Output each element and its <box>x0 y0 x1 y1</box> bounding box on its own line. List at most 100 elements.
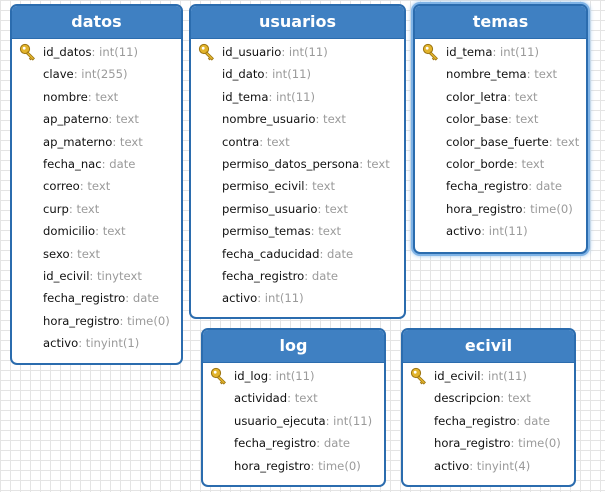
field-name: fecha_registro <box>446 179 529 194</box>
field-row[interactable]: id_tema: int(11) <box>191 86 404 108</box>
field-row[interactable]: activo: int(11) <box>415 220 586 242</box>
field-row[interactable]: hora_registro: time(0) <box>403 432 574 454</box>
table-title-usuarios[interactable]: usuarios <box>191 6 404 39</box>
field-name: permiso_datos_persona <box>222 156 360 171</box>
field-type: : tinyint(4) <box>469 458 531 473</box>
field-name: hora_registro <box>434 436 511 451</box>
field-row[interactable]: id_log: int(11) <box>203 365 384 387</box>
field-row[interactable]: id_datos: int(11) <box>12 41 181 63</box>
field-type: : int(11) <box>481 224 528 239</box>
field-type: : date <box>319 246 354 261</box>
field-row[interactable]: activo: int(11) <box>191 287 404 309</box>
key-icon <box>19 43 37 61</box>
field-row[interactable]: fecha_registro: date <box>403 410 574 432</box>
field-row[interactable]: hora_registro: time(0) <box>415 198 586 220</box>
field-type: : int(11) <box>492 45 539 59</box>
table-datos[interactable]: datos id_datos: int(11)clave: int(255)no… <box>10 4 183 365</box>
field-row[interactable]: fecha_nac: date <box>12 153 181 175</box>
table-title-datos[interactable]: datos <box>12 6 181 39</box>
table-ecivil[interactable]: ecivil id_ecivil: int(11)descripcion: te… <box>401 328 576 487</box>
field-row[interactable]: correo: text <box>12 175 181 197</box>
field-row[interactable]: activo: tinyint(1) <box>12 332 181 354</box>
field-row[interactable]: ap_paterno: text <box>12 108 181 130</box>
field-row[interactable]: id_usuario: int(11) <box>191 41 404 63</box>
field-name: fecha_caducidad <box>222 246 320 261</box>
field-type: : date <box>304 268 338 283</box>
field-row[interactable]: permiso_temas: text <box>191 220 404 242</box>
table-usuarios[interactable]: usuarios id_usuario: int(11)id_dato: int… <box>189 4 406 319</box>
field-row[interactable]: usuario_ejecuta: int(11) <box>203 410 384 432</box>
field-type: : text <box>68 201 100 216</box>
field-row[interactable]: clave: int(255) <box>12 63 181 85</box>
field-row[interactable]: fecha_registro: date <box>191 265 404 287</box>
field-row[interactable]: color_borde: text <box>415 153 586 175</box>
field-type: : int(11) <box>480 369 527 383</box>
field-type: : int(11) <box>257 291 304 306</box>
field-name: sexo <box>43 246 70 261</box>
field-row[interactable]: sexo: text <box>12 243 181 265</box>
field-name: id_tema <box>222 89 269 104</box>
field-row[interactable]: contra: text <box>191 131 404 153</box>
field-type: : time(0) <box>119 313 170 328</box>
field-name: color_letra <box>446 89 508 104</box>
field-type: : text <box>79 179 111 194</box>
field-row[interactable]: ap_materno: text <box>12 131 181 153</box>
field-row[interactable]: fecha_registro: date <box>12 287 181 309</box>
field-type: : text <box>310 224 342 239</box>
key-icon <box>410 367 428 385</box>
field-row[interactable]: descripcion: text <box>403 387 574 409</box>
field-row[interactable]: activo: tinyint(4) <box>403 455 574 477</box>
table-title-temas[interactable]: temas <box>415 6 586 39</box>
field-type: : int(11) <box>281 45 328 59</box>
field-row[interactable]: domicilio: text <box>12 220 181 242</box>
field-name: permiso_ecivil <box>222 179 305 194</box>
field-row[interactable]: permiso_ecivil: text <box>191 175 404 197</box>
field-row[interactable]: color_letra: text <box>415 86 586 108</box>
field-type: : text <box>112 134 143 149</box>
field-name: fecha_nac <box>43 156 102 171</box>
field-type: : tinyint(1) <box>78 336 140 351</box>
field-row[interactable]: id_tema: int(11) <box>415 41 586 63</box>
field-type: : int(11) <box>264 67 311 82</box>
field-row[interactable]: fecha_caducidad: date <box>191 243 404 265</box>
field-name: activo <box>43 336 79 351</box>
key-icon <box>422 43 440 61</box>
field-type: : time(0) <box>310 458 361 473</box>
field-row[interactable]: nombre_tema: text <box>415 63 586 85</box>
field-row[interactable]: nombre: text <box>12 86 181 108</box>
field-name: nombre_usuario <box>222 112 316 127</box>
field-row[interactable]: hora_registro: time(0) <box>203 455 384 477</box>
field-row[interactable]: color_base_fuerte: text <box>415 131 586 153</box>
field-row[interactable]: actividad: text <box>203 387 384 409</box>
field-name: contra <box>222 134 260 149</box>
field-row[interactable]: nombre_usuario: text <box>191 108 404 130</box>
field-row[interactable]: id_dato: int(11) <box>191 63 404 85</box>
field-row[interactable]: id_ecivil: int(11) <box>403 365 574 387</box>
field-row[interactable]: permiso_usuario: text <box>191 198 404 220</box>
table-title-log[interactable]: log <box>203 330 384 363</box>
field-row[interactable]: fecha_registro: date <box>203 432 384 454</box>
field-type: : text <box>315 112 346 127</box>
field-list-usuarios: id_usuario: int(11)id_dato: int(11)id_te… <box>191 39 404 310</box>
field-name: id_ecivil <box>43 268 90 283</box>
field-row[interactable]: fecha_registro: date <box>415 175 586 197</box>
field-name: id_usuario <box>222 45 282 59</box>
field-type: : int(11) <box>268 369 315 383</box>
field-type: : text <box>317 201 348 216</box>
field-row[interactable]: color_base: text <box>415 108 586 130</box>
field-row[interactable]: permiso_datos_persona: text <box>191 153 404 175</box>
field-row[interactable]: hora_registro: time(0) <box>12 310 181 332</box>
field-name: nombre_tema <box>446 67 527 82</box>
field-type: : tinytext <box>89 268 142 283</box>
field-name: id_ecivil <box>434 369 481 383</box>
field-type: : text <box>526 67 558 82</box>
field-row[interactable]: curp: text <box>12 198 181 220</box>
table-title-ecivil[interactable]: ecivil <box>403 330 574 363</box>
field-row[interactable]: id_ecivil: tinytext <box>12 265 181 287</box>
field-type: : text <box>95 224 126 239</box>
